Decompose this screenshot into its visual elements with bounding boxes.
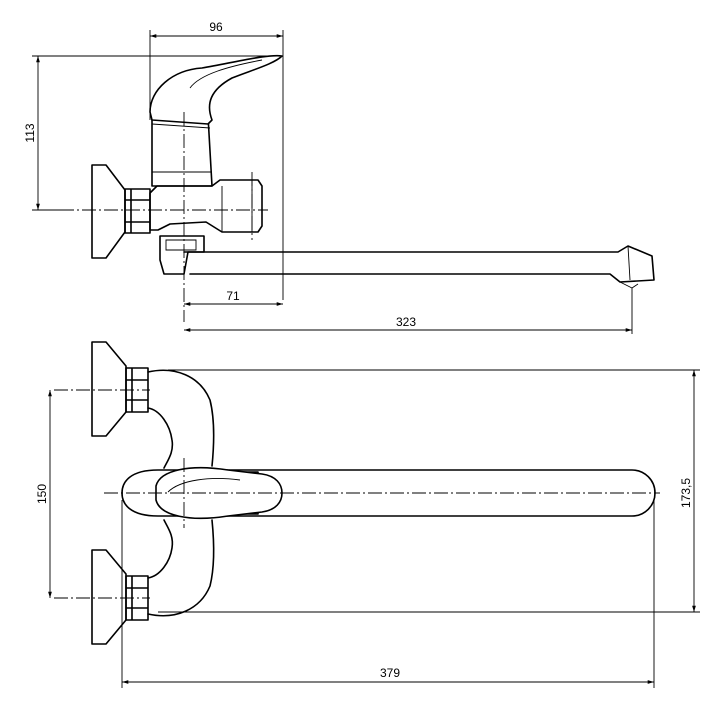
- lever-handle-side: [149, 54, 283, 125]
- spout-side: [183, 245, 655, 283]
- hex-nut-upper: [125, 367, 149, 413]
- dim-label-113: 113: [23, 123, 37, 142]
- dim-body-height: 173,5: [158, 369, 700, 613]
- wall-flange-lower: [91, 549, 127, 645]
- spout-base-side: [159, 235, 205, 275]
- dim-label-323: 323: [396, 315, 416, 329]
- dim-label-379: 379: [380, 666, 400, 680]
- hex-nut-side: [124, 188, 151, 234]
- dim-label-96: 96: [209, 20, 223, 34]
- dim-top-height: 113: [23, 55, 282, 211]
- wall-flange-side: [91, 164, 126, 259]
- spout-plan: [121, 469, 656, 517]
- dim-label-150: 150: [35, 484, 49, 504]
- inlet-arm-lower: [147, 519, 215, 617]
- dim-label-71: 71: [226, 289, 240, 303]
- wall-flange-upper: [91, 341, 127, 437]
- plan-view: [54, 341, 660, 645]
- dim-top-width: 96: [149, 20, 284, 300]
- side-view: [60, 54, 655, 322]
- valve-body-side: [149, 179, 263, 233]
- dim-inlet-offset: 71: [184, 289, 283, 306]
- hex-nut-lower: [125, 575, 149, 621]
- dim-spout-reach: 323: [184, 288, 633, 334]
- inlet-arm-upper: [147, 369, 215, 469]
- dim-overall-length: 379: [121, 500, 655, 688]
- dim-label-173-5: 173,5: [679, 478, 693, 508]
- dim-inlet-spacing: 150: [35, 390, 52, 598]
